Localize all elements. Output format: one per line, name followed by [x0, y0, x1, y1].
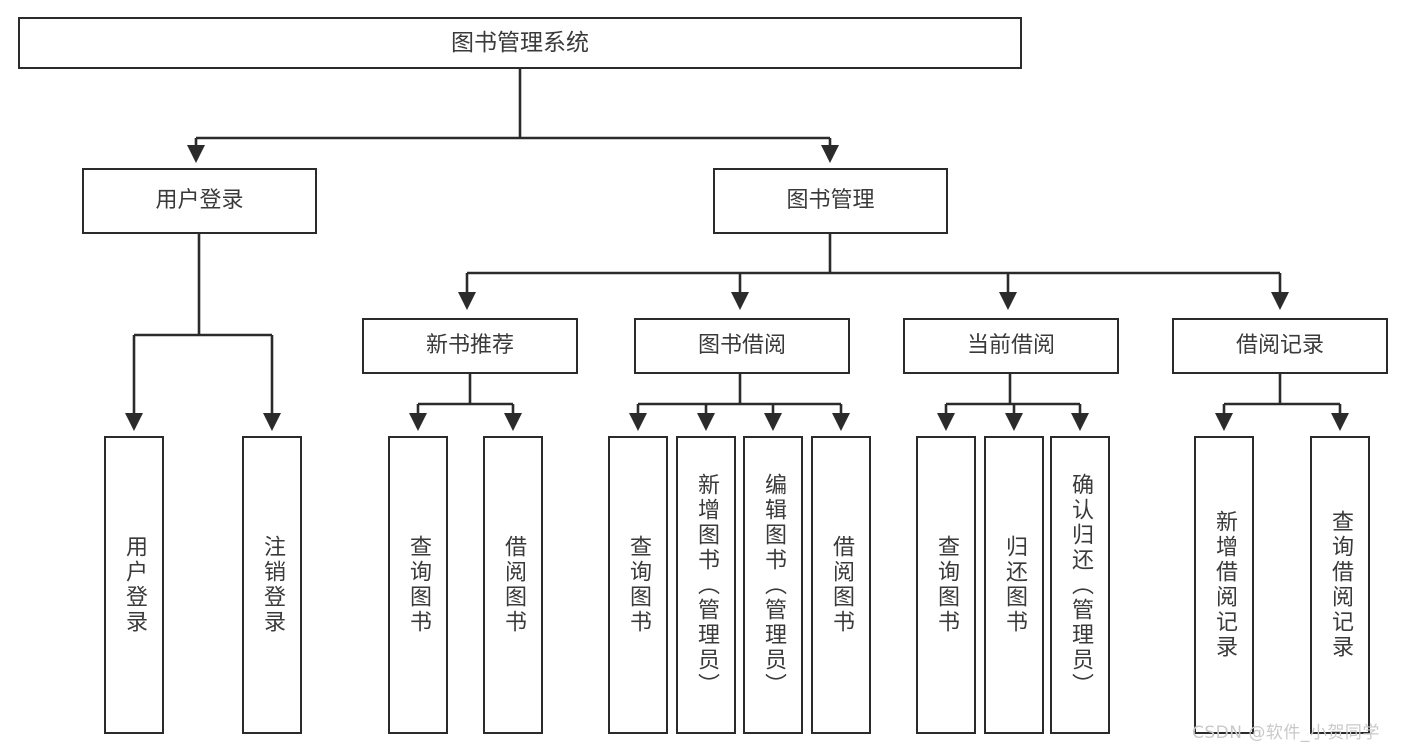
node-leaf-edit-book-admin-label: 编辑图书（管理员）: [761, 472, 786, 698]
node-book-management[interactable]: 图书管理: [713, 168, 948, 234]
node-user-login[interactable]: 用户登录: [82, 168, 317, 234]
node-leaf-query-book-2[interactable]: 查询图书: [608, 436, 668, 734]
node-leaf-query-book-1[interactable]: 查询图书: [388, 436, 448, 734]
node-leaf-logout-label: 注销登录: [260, 535, 285, 635]
node-leaf-return-book-label: 归还图书: [1002, 535, 1027, 635]
node-current-borrow[interactable]: 当前借阅: [903, 318, 1119, 374]
node-leaf-edit-book-admin[interactable]: 编辑图书（管理员）: [743, 436, 803, 734]
node-leaf-query-borrow-record[interactable]: 查询借阅记录: [1310, 436, 1370, 734]
node-new-book-recommend-label: 新书推荐: [425, 333, 514, 359]
node-book-borrow-label: 图书借阅: [697, 333, 786, 359]
node-leaf-query-borrow-record-label: 查询借阅记录: [1328, 510, 1353, 660]
node-leaf-logout[interactable]: 注销登录: [242, 436, 302, 734]
node-leaf-borrow-book-2-label: 借阅图书: [829, 535, 854, 635]
node-current-borrow-label: 当前借阅: [966, 333, 1055, 359]
node-leaf-add-book-admin[interactable]: 新增图书（管理员）: [676, 436, 736, 734]
node-borrow-record[interactable]: 借阅记录: [1172, 318, 1388, 374]
node-leaf-query-book-2-label: 查询图书: [626, 535, 651, 635]
node-book-management-label: 图书管理: [786, 188, 875, 214]
node-root-label: 图书管理系统: [451, 29, 589, 56]
node-leaf-query-book-1-label: 查询图书: [406, 535, 431, 635]
node-leaf-add-borrow-record[interactable]: 新增借阅记录: [1194, 436, 1254, 734]
node-leaf-confirm-return-admin-label: 确认归还（管理员）: [1068, 472, 1093, 698]
node-leaf-add-borrow-record-label: 新增借阅记录: [1212, 510, 1237, 660]
node-root[interactable]: 图书管理系统: [18, 17, 1022, 69]
node-leaf-borrow-book-2[interactable]: 借阅图书: [811, 436, 871, 734]
node-leaf-confirm-return-admin[interactable]: 确认归还（管理员）: [1050, 436, 1110, 734]
node-book-borrow[interactable]: 图书借阅: [634, 318, 850, 374]
node-leaf-user-login[interactable]: 用户登录: [104, 436, 164, 734]
node-leaf-query-book-3[interactable]: 查询图书: [916, 436, 976, 734]
node-leaf-add-book-admin-label: 新增图书（管理员）: [694, 472, 719, 698]
node-leaf-borrow-book-1[interactable]: 借阅图书: [483, 436, 543, 734]
node-leaf-user-login-label: 用户登录: [122, 535, 147, 635]
node-leaf-borrow-book-1-label: 借阅图书: [501, 535, 526, 635]
node-new-book-recommend[interactable]: 新书推荐: [362, 318, 578, 374]
node-borrow-record-label: 借阅记录: [1235, 333, 1324, 359]
node-leaf-query-book-3-label: 查询图书: [934, 535, 959, 635]
node-leaf-return-book[interactable]: 归还图书: [984, 436, 1044, 734]
node-user-login-label: 用户登录: [155, 188, 244, 214]
